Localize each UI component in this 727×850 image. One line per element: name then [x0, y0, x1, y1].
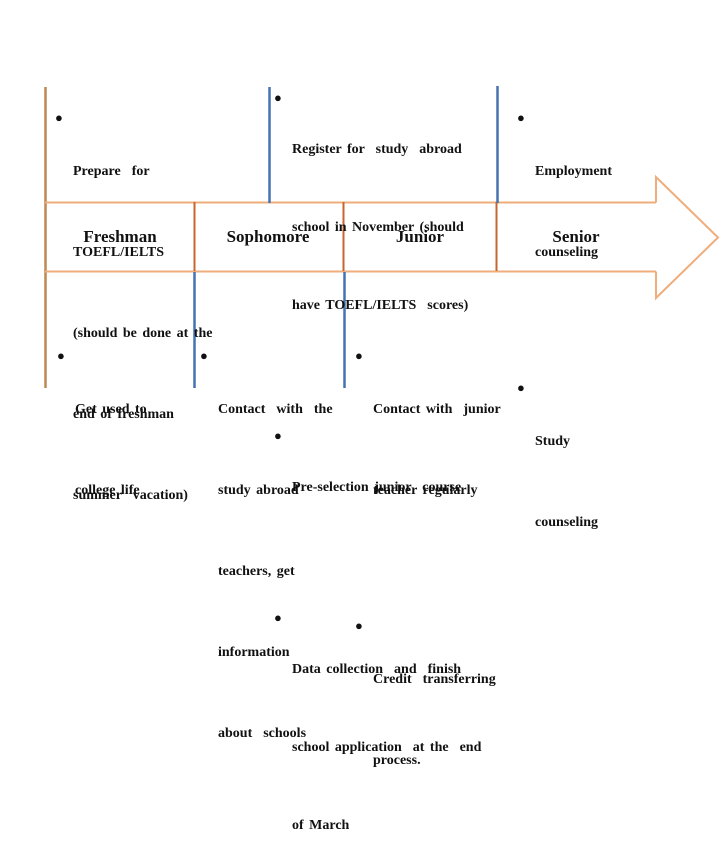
senior-top-notes: ● Employment counseling ● Study counseli… — [517, 50, 677, 617]
list-item: ● Credit transferring process. — [355, 612, 530, 828]
freshman-bottom-notes: ● Get used to college life — [57, 288, 192, 585]
note-line: Study — [535, 434, 571, 449]
note-line: Prepare for — [73, 164, 150, 179]
note-line: Register for study abroad — [292, 142, 462, 157]
stage-label-freshman: Freshman — [83, 227, 157, 246]
stage-label-junior: Junior — [395, 227, 445, 246]
note-line: counseling — [535, 515, 599, 530]
note-line: teacher regularly — [373, 483, 478, 498]
sophomore-bottom-notes: ● Contact with the study abroad teachers… — [200, 288, 345, 828]
note-line: Contact with the — [218, 402, 333, 417]
note-line: college life — [75, 483, 140, 498]
list-item: ● Study counseling — [517, 374, 677, 590]
note-line: teachers, get — [218, 564, 295, 579]
bullet-icon: ● — [57, 348, 65, 363]
note-line: (should be done at the — [73, 326, 213, 341]
note-line: school in November (should — [292, 220, 464, 235]
bullet-icon: ● — [517, 110, 525, 125]
note-line: have TOEFL/IELTS scores) — [292, 298, 469, 313]
note-line: Employment — [535, 164, 612, 179]
list-item: ● Register for study abroad school in No… — [274, 85, 509, 371]
note-line: Get used to — [75, 402, 147, 417]
bullet-icon: ● — [200, 348, 208, 363]
bullet-icon: ● — [517, 380, 525, 395]
note-line: about schools — [218, 726, 307, 741]
bullet-icon: ● — [55, 110, 63, 125]
junior-bottom-notes: ● Contact with junior teacher regularly … — [355, 288, 530, 850]
note-line: information — [218, 645, 290, 660]
note-line: study abroad — [218, 483, 299, 498]
stage-label-senior: Senior — [552, 227, 600, 246]
stage-label-sophomore: Sophomore — [226, 227, 310, 246]
list-item: ● Contact with junior teacher regularly — [355, 342, 530, 558]
note-line: end of freshman — [73, 407, 174, 422]
list-item: ● Employment counseling — [517, 104, 677, 320]
note-line: TOEFL/IELTS — [73, 245, 165, 260]
timeline-arrow-diagram — [44, 86, 720, 388]
bullet-icon: ● — [355, 618, 363, 633]
note-line: Contact with junior — [373, 402, 501, 417]
list-item: ● Contact with the study abroad teachers… — [200, 342, 345, 801]
bullet-icon: ● — [355, 348, 363, 363]
note-line: counseling — [535, 245, 599, 260]
note-line: Credit transferring — [373, 672, 496, 687]
list-item: ● Get used to college life — [57, 342, 192, 558]
arrow-head — [655, 174, 720, 301]
note-line: process. — [373, 753, 421, 768]
bullet-icon: ● — [274, 90, 282, 105]
